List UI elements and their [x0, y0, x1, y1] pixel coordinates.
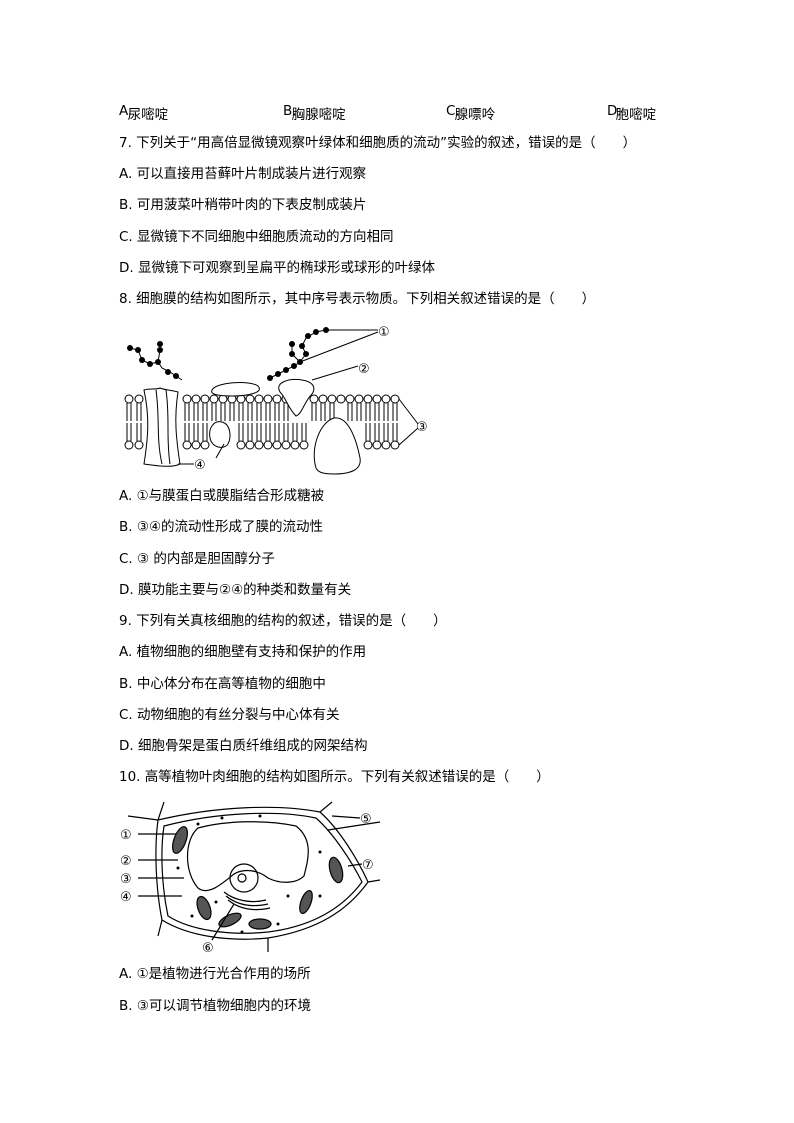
label-7: ⑦ [362, 858, 374, 873]
q9-option-b: B. 中心体分布在高等植物的细胞中 [119, 676, 326, 692]
q8-option-d: D. 膜功能主要与②④的种类和数量有关 [119, 582, 352, 598]
phospholipid-bottom-heads [124, 440, 400, 450]
q6-option-a: A. 尿嘧啶 [119, 103, 169, 123]
embedded-protein-4 [209, 421, 231, 448]
q9-option-d: D. 细胞骨架是蛋白质纤维组成的网架结构 [119, 738, 368, 754]
phospholipid-top-heads [124, 394, 400, 404]
q8-option-c: C. ③ 的内部是胆固醇分子 [119, 551, 275, 567]
q6-option-d: D. 胞嘧啶 [607, 103, 657, 123]
channel-protein [143, 387, 181, 467]
q10-option-a: A. ①是植物进行光合作用的场所 [119, 966, 311, 982]
q6-option-b: B. 胸腺嘧啶 [283, 103, 346, 123]
q7-stem: 7. 下列关于“用高倍显微镜观察叶绿体和细胞质的流动”实验的叙述，错误的是（ ） [119, 135, 637, 151]
q9-option-c: C. 动物细胞的有丝分裂与中心体有关 [119, 707, 340, 723]
label-2: ② [120, 854, 132, 869]
label-4: ④ [194, 458, 206, 473]
q7-option-c: C. 显微镜下不同细胞中细胞质流动的方向相同 [119, 229, 394, 245]
cell-membrane-figure: ① ② ③ ④ [124, 325, 428, 475]
q7-option-b: B. 可用菠菜叶稍带叶肉的下表皮制成装片 [119, 197, 367, 213]
label-3: ③ [120, 872, 132, 887]
q8-option-a: A. ①与膜蛋白或膜脂结合形成糖被 [119, 488, 325, 504]
label-4: ④ [120, 890, 132, 905]
q6-option-c: C. 腺嘌呤 [446, 103, 496, 123]
nucleus [229, 863, 259, 893]
label-5: ⑤ [360, 812, 372, 827]
q7-option-d: D. 显微镜下可观察到呈扁平的椭球形或球形的叶绿体 [119, 260, 435, 276]
q10-stem: 10. 高等植物叶肉细胞的结构如图所示。下列有关叙述错误的是（ ） [119, 769, 550, 785]
q8-stem: 8. 细胞膜的结构如图所示，其中序号表示物质。下列相关叙述错误的是（ ） [119, 291, 596, 307]
q6-options: A. 尿嘧啶 B. 胸腺嘧啶 C. 腺嘌呤 D. 胞嘧啶 [119, 103, 679, 123]
q7-option-a: A. 可以直接用苔藓叶片制成装片进行观察 [119, 166, 367, 182]
label-6: ⑥ [202, 941, 214, 956]
label-1: ① [120, 828, 132, 843]
q8-option-b: B. ③④的流动性形成了膜的流动性 [119, 519, 324, 535]
q9-stem: 9. 下列有关真核细胞的结构的叙述，错误的是（ ） [119, 613, 447, 629]
surface-protein-1 [211, 382, 260, 397]
label-3: ③ [416, 420, 428, 435]
label-1: ① [378, 325, 390, 340]
plant-cell-figure: ① ② ③ ④ ⑤ ⑥ ⑦ [120, 801, 381, 956]
label-2: ② [358, 362, 370, 377]
glycoprotein-2 [278, 379, 315, 417]
q9-option-a: A. 植物细胞的细胞壁有支持和保护的作用 [119, 644, 367, 660]
large-embedded-protein [313, 417, 361, 475]
q10-option-b: B. ③可以调节植物细胞内的环境 [119, 998, 311, 1014]
vacuole [187, 821, 309, 892]
